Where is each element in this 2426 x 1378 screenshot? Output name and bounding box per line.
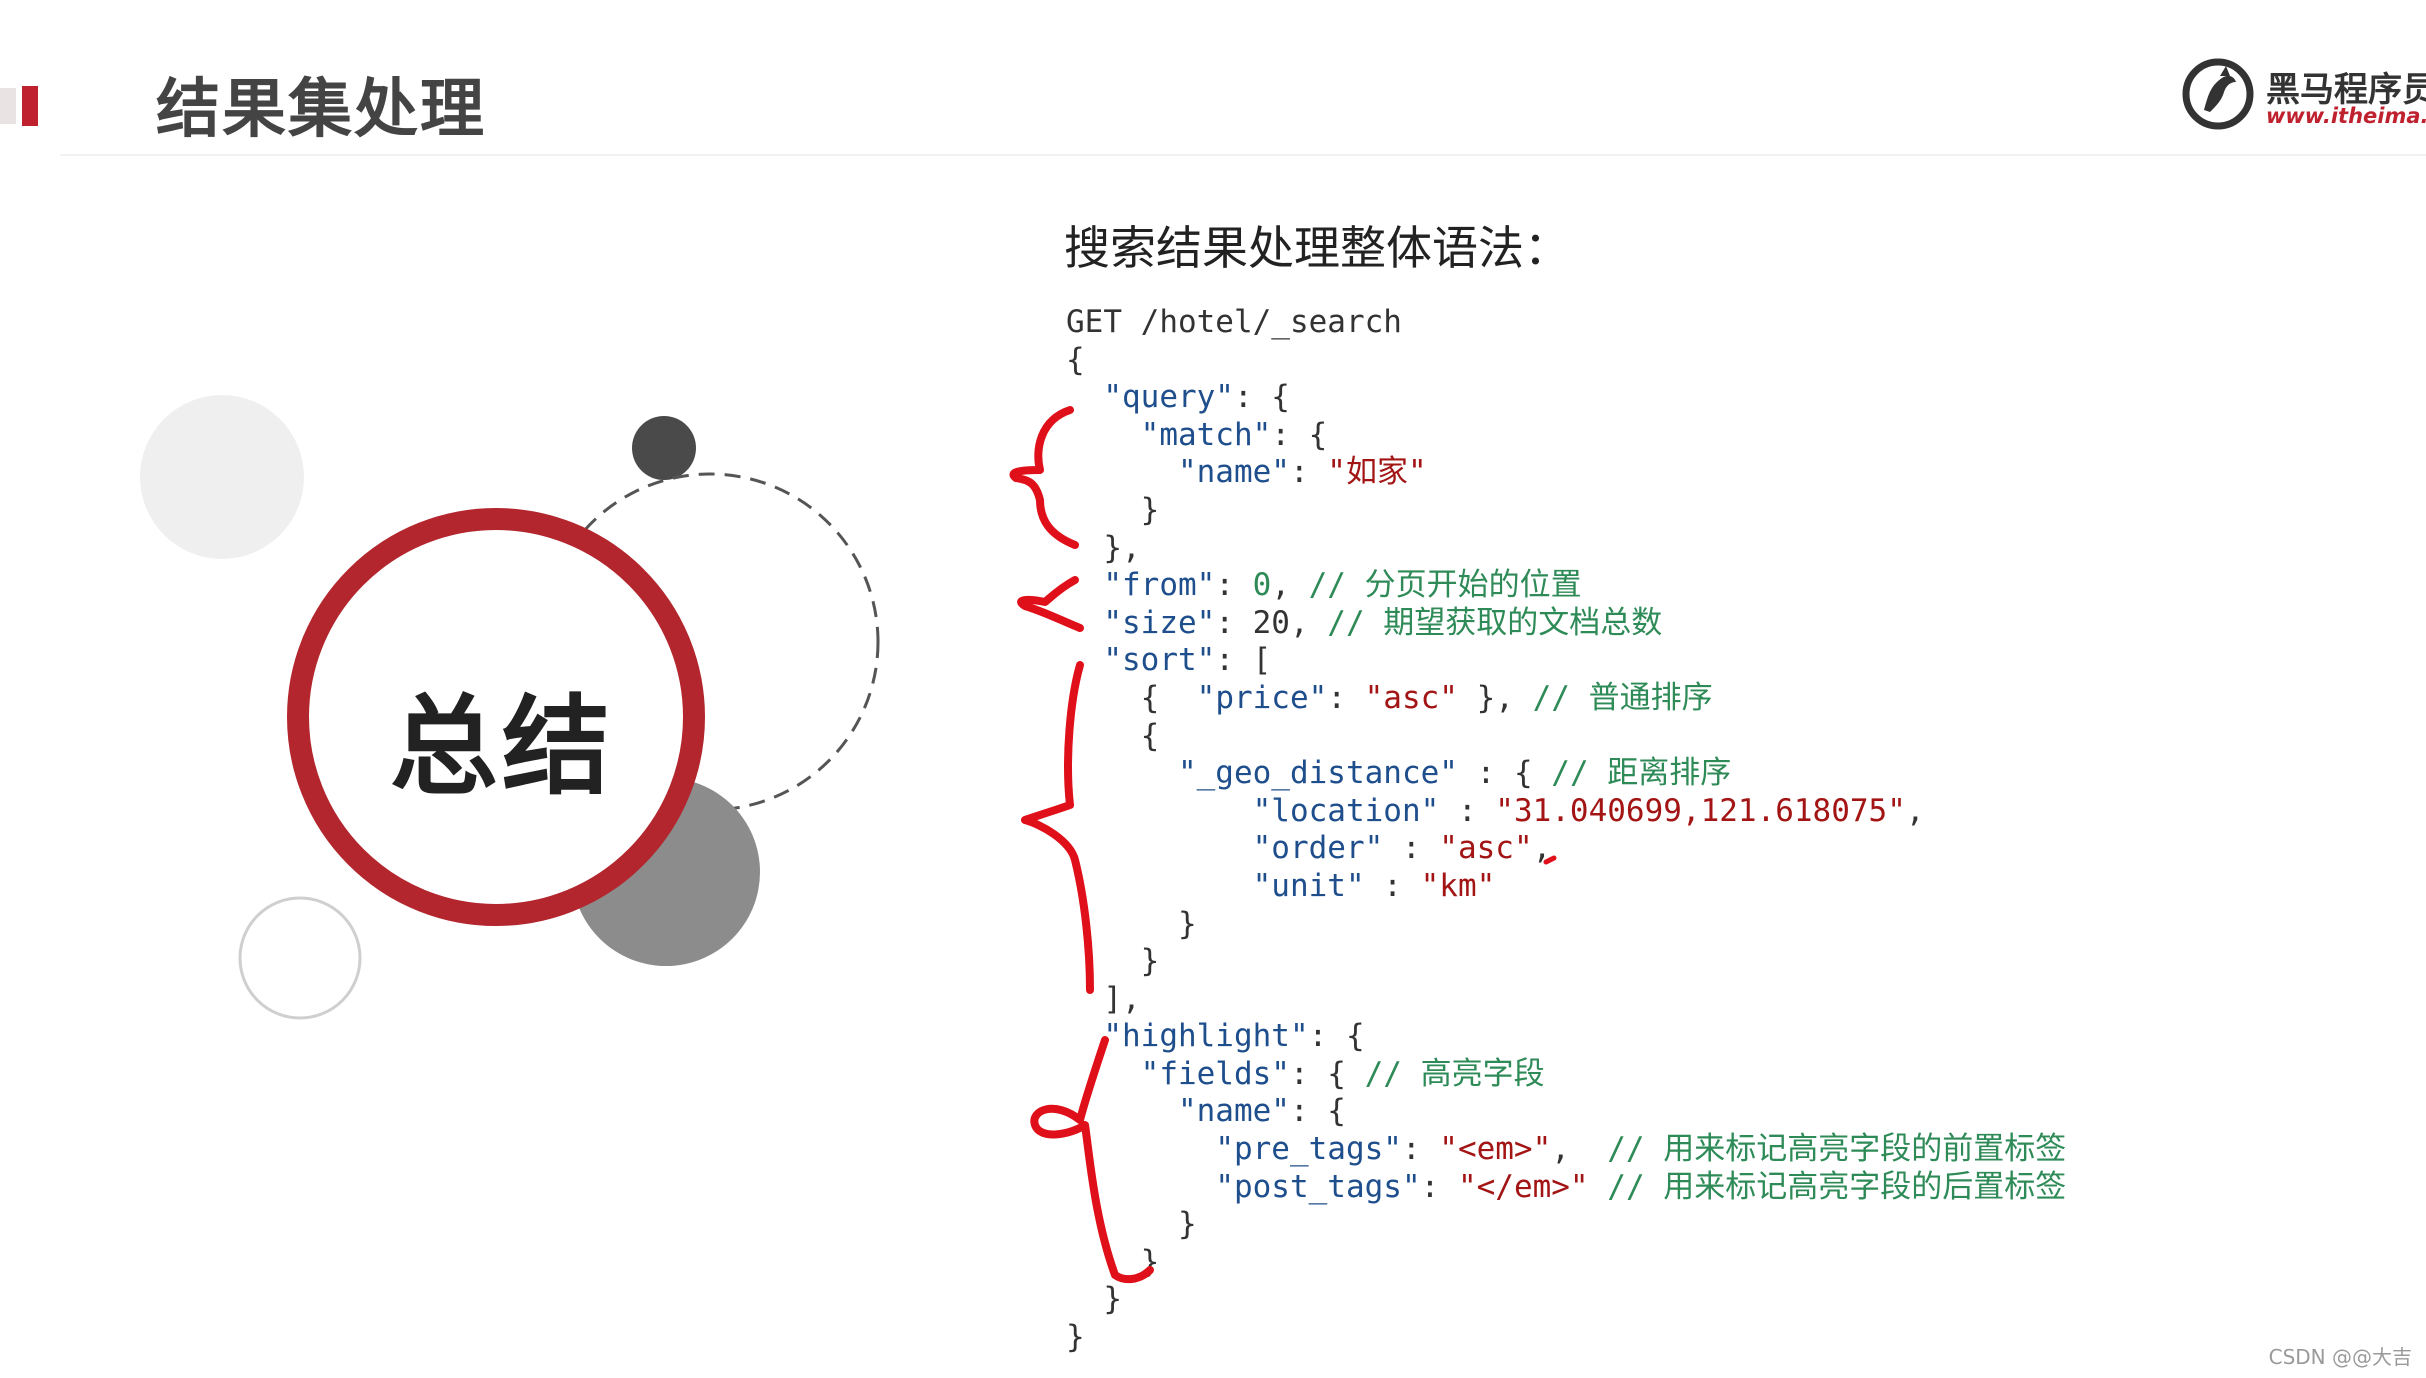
- code-value-post-tags: "</em>": [1457, 1168, 1589, 1205]
- decorative-circles: [140, 395, 880, 1020]
- red-ring-circle: [287, 508, 705, 926]
- code-key-highlight: "highlight": [1103, 1018, 1309, 1055]
- code-key-size: "size": [1103, 604, 1216, 641]
- code-comment-post-tags: // 用来标记高亮字段的后置标签: [1607, 1168, 2067, 1205]
- code-key-hl-name: "name": [1177, 1093, 1290, 1130]
- code-value-order: "asc": [1439, 830, 1533, 867]
- code-key-from: "from": [1103, 567, 1216, 604]
- light-gray-circle: [140, 395, 304, 559]
- code-key-pre-tags: "pre_tags": [1215, 1131, 1402, 1168]
- code-value-from: 0: [1252, 567, 1272, 604]
- header-accent-bar: [22, 86, 38, 126]
- code-comment-from: // 分页开始的位置: [1308, 567, 1582, 604]
- code-key-name: "name": [1177, 454, 1290, 491]
- code-value-size: 20: [1252, 604, 1290, 641]
- header-accent-light: [0, 88, 16, 124]
- code-key-match: "match": [1140, 416, 1272, 453]
- code-comment-sort: // 普通排序: [1532, 679, 1713, 716]
- brand-logo: 黑马程序员 www.itheima.com: [2172, 52, 2426, 138]
- request-line: GET /hotel/_search: [1066, 304, 1402, 340]
- syntax-subtitle: 搜索结果处理整体语法：: [1064, 221, 1570, 275]
- code-value-unit: "km": [1420, 867, 1496, 904]
- code-key-location: "location": [1252, 792, 1440, 829]
- csdn-watermark: CSDN @@大吉: [2268, 1345, 2412, 1369]
- header-divider: [60, 154, 2426, 156]
- code-key-price: "price": [1196, 679, 1328, 716]
- code-key-query: "query": [1103, 379, 1234, 416]
- dark-dot-circle: [632, 416, 696, 480]
- code-value-pre-tags: "<em>": [1439, 1131, 1552, 1168]
- code-value-name: "如家": [1327, 454, 1427, 491]
- code-value-location: "31.040699,121.618075": [1495, 792, 1906, 829]
- small-outline-circle: [238, 896, 362, 1020]
- code-comment-size: // 期望获取的文档总数: [1327, 604, 1663, 641]
- code-comment-pre-tags: // 用来标记高亮字段的前置标签: [1607, 1131, 2067, 1168]
- code-key-unit: "unit": [1252, 867, 1365, 904]
- code-key-order: "order": [1252, 830, 1384, 867]
- brand-name: 黑马程序员: [2266, 70, 2426, 110]
- horse-logo-icon: [2182, 58, 2254, 130]
- page-title: 结果集处理: [156, 73, 486, 147]
- code-block: GET /hotel/_search { "query": { "match":…: [1066, 304, 2067, 1356]
- code-value-price: "asc": [1364, 679, 1458, 716]
- code-key-fields: "fields": [1140, 1055, 1290, 1092]
- code-comment-geo: // 距离排序: [1551, 755, 1732, 792]
- code-key-sort: "sort": [1103, 642, 1216, 679]
- code-key-geo-distance: "_geo_distance": [1177, 755, 1458, 792]
- brand-url: www.itheima.com: [2266, 104, 2426, 128]
- summary-label: 总结: [390, 685, 615, 810]
- code-key-post-tags: "post_tags": [1215, 1168, 1421, 1205]
- code-comment-fields: // 高亮字段: [1364, 1055, 1545, 1092]
